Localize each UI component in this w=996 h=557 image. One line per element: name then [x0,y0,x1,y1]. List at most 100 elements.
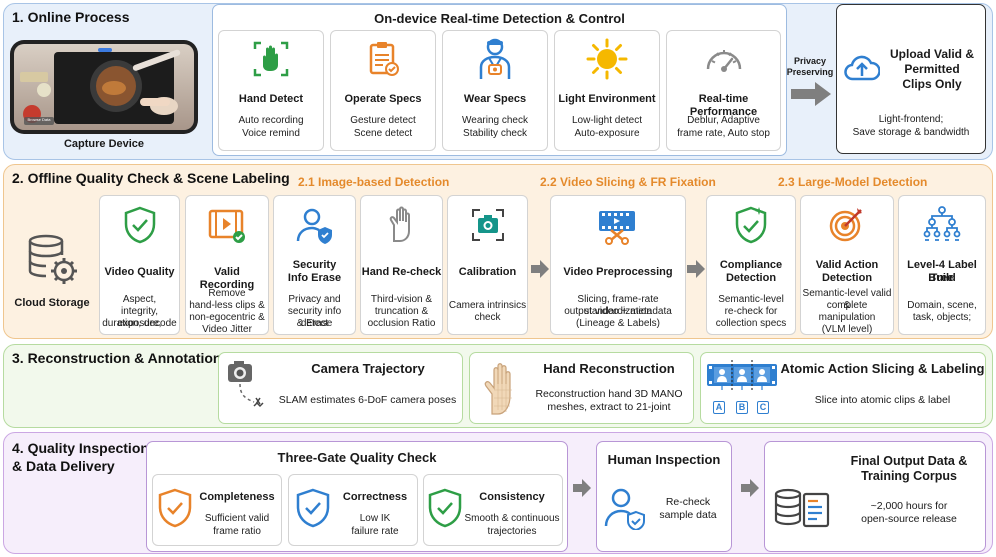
user-shield-icon [296,208,332,244]
security-desc-1: Privacy and [288,294,341,305]
hand-recheck-title: Hand Re-check [361,266,442,278]
card-valid-action-detection: Valid Action Detection Semantic-level va… [800,195,894,335]
card-wear-specs: Wear Specs Wearing check Stability check [442,30,548,151]
detection-box-title: On-device Real-time Detection & Control [374,11,625,26]
card-valid-recording: Valid Recording Remove hand-less clips &… [185,195,269,335]
card-calibration: Calibration Camera intrinsics check [447,195,528,335]
clip-label-b: B [736,401,748,414]
upload-title-3: Clips Only [902,77,962,91]
completeness-title: Completeness [199,491,275,503]
card-label-tree-build: Level-4 Label Tree Build Domain, scene, … [898,195,986,335]
valid-recording-desc-1: Remove [208,288,246,299]
video-preprocessing-desc-1: Slicing, frame-rate standardization [577,294,659,317]
compliance-desc-3: collection specs [715,318,787,329]
clipboard-check-icon [369,42,399,76]
speedometer-icon [706,50,741,72]
wear-specs-desc-1: Wearing check [462,115,528,126]
consistency-desc-2: trajectories [487,526,537,537]
clip-label-a: A [713,401,725,414]
card-operate-specs: Operate Specs Gesture detect Scene detec… [330,30,436,151]
database-gear-icon [28,234,77,284]
arrow-to-compliance-icon [687,260,705,278]
label-tree-title-2: Build [928,272,956,284]
camera-focus-icon [471,209,504,241]
valid-action-desc-4: (VLM level) [821,324,873,335]
arrow-to-final-icon [741,479,759,497]
valid-action-title-2: Detection [821,272,873,284]
label-tree-title-1: Level-4 Label Tree [907,259,977,284]
realtime-performance-title: Real-time Performance [689,93,758,118]
valid-recording-desc-2: hand-less clips & [189,300,265,311]
card-video-preprocessing: Video Preprocessing Slicing, frame-rate … [550,195,686,335]
light-environment-desc-2: Auto-exposure [574,128,640,139]
privacy-arrow-icon [791,82,831,106]
privacy-label-1: Privacy [793,56,827,66]
kitchen-scene-image [14,44,194,130]
hand-recheck-desc-1: Third-vision & [370,294,433,305]
compliance-desc-2: re-check for [724,306,778,317]
completeness-desc-1: Sufficient valid [204,513,270,524]
gate-completeness: Completeness Sufficient valid frame rati… [152,474,282,546]
security-desc-2: security info detect [287,306,342,329]
security-title-1: Security [292,259,337,271]
compliance-title-1: Compliance [719,259,783,271]
hand-detect-desc-2: Voice remind [242,128,300,139]
valid-action-title-1: Valid Action [815,259,879,271]
calibration-desc-1: Camera intrinsics [448,300,527,311]
subheading-video-slicing: 2.2 Video Slicing & FR Fixation [540,175,716,189]
gate-correctness: Correctness Low IK failure rate [288,474,418,546]
operate-specs-desc-1: Gesture detect [350,115,416,126]
phone-chip: Browse Data [27,117,51,122]
section-1-title: 1. Online Process [12,9,130,25]
operate-specs-title: Operate Specs [344,93,422,105]
hand-reconstruction-desc-2: meshes, extract to 21-joint [547,401,671,413]
calibration-title: Calibration [458,266,517,278]
camera-trajectory-box [218,352,463,424]
compliance-desc-1: Semantic-level [718,294,784,305]
human-inspection-box [596,441,732,552]
final-output-desc-1: ~2,000 hours for [870,500,948,512]
realtime-performance-desc-2: frame rate, Auto stop [677,128,770,139]
light-environment-desc-1: Low-light detect [571,115,643,126]
capture-device-phone: Browse Data [10,40,198,134]
card-hand-detect: Hand Detect Auto recording Voice remind [218,30,324,151]
hand-reconstruction-desc-1: Reconstruction hand 3D MANO [535,388,683,400]
consistency-title: Consistency [479,491,545,503]
video-quality-desc-3: duration, decode [102,318,177,329]
upload-desc-2: Save storage & bandwidth [852,127,970,138]
wear-specs-title: Wear Specs [463,93,527,105]
final-output-title-1: Final Output Data & [850,454,968,468]
cloud-storage-label: Cloud Storage [14,297,90,309]
shield-check-orange-icon [158,488,192,528]
security-title-2: Info Erase [287,272,342,284]
subheading-large-model: 2.3 Large-Model Detection [778,175,928,189]
hand-detect-title: Hand Detect [238,93,304,105]
cloud-upload-icon [844,55,880,81]
camera-trajectory-icon [228,361,264,408]
hand-outline-icon [389,206,410,242]
camera-trajectory-desc: SLAM estimates 6-DoF camera poses [278,394,457,406]
atomic-action-desc: Slice into atomic clips & label [814,394,951,406]
card-light-environment: Light Environment Low-light detect Auto-… [554,30,660,151]
arrow-to-human-icon [573,479,591,497]
three-gate-title: Three-Gate Quality Check [277,450,437,465]
section-2-title: 2. Offline Quality Check & Scene Labelin… [12,170,290,186]
hand-mesh-icon [484,363,512,415]
realtime-performance-desc-1: Deblur, Adaptive [687,115,760,126]
valid-recording-desc-4: Video Jitter [202,324,252,335]
card-hand-recheck: Hand Re-check Third-vision & truncation … [360,195,443,335]
hand-recheck-desc-3: occlusion Ratio [367,318,436,329]
capture-device-label: Capture Device [63,138,145,150]
wear-specs-desc-2: Stability check [463,128,527,139]
hand-detect-desc-1: Auto recording [238,115,304,126]
valid-action-desc-2: complete [826,300,868,311]
calibration-desc-2: check [474,312,501,323]
operate-specs-desc-2: Scene detect [353,128,413,139]
label-tree-desc-1: Domain, scene, [907,300,977,311]
video-preprocessing-desc-3: (Lineage & Labels) [576,318,660,329]
section-4-title-1: 4. Quality Inspection [12,440,149,456]
consistency-desc-1: Smooth & continuous [464,513,560,524]
correctness-desc-1: Low IK [359,513,391,524]
human-inspection-desc-2: sample data [659,509,717,521]
hand-recheck-desc-2: truncation & [374,306,429,317]
